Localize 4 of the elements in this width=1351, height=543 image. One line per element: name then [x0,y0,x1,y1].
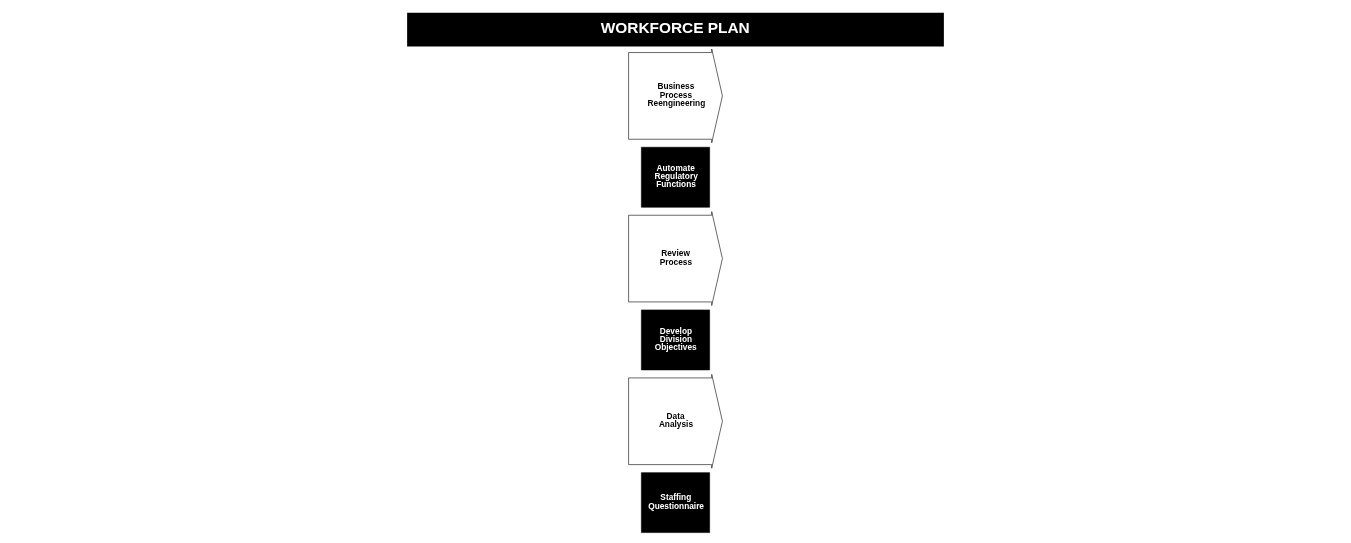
node-box: Develop Division Objectives [641,309,710,371]
node-box: Staffing Questionnaire [641,472,710,533]
node-box: Automate Regulatory Functions [641,146,710,208]
diagram-title: WORKFORCE PLAN [600,19,750,37]
